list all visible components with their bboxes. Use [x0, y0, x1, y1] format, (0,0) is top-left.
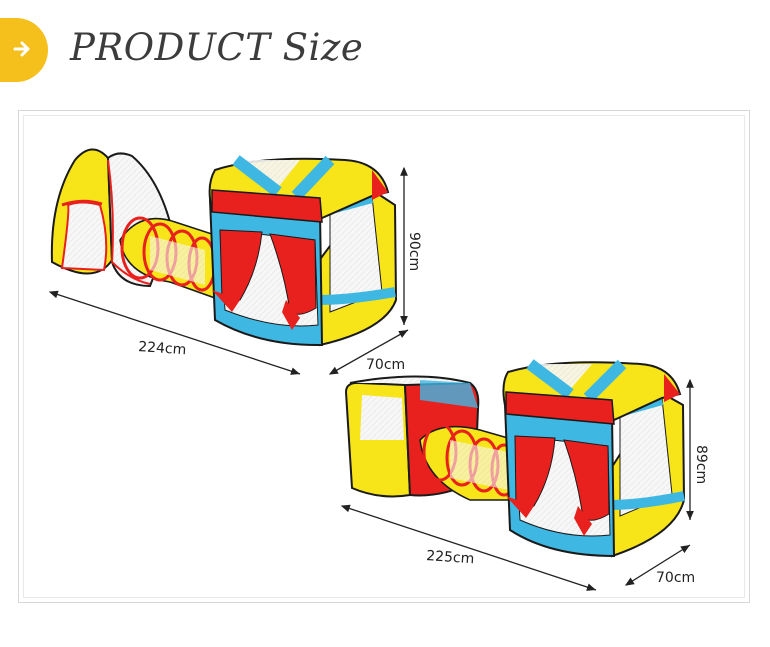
set1-width-label: 70cm — [366, 357, 405, 373]
house-tent — [208, 155, 398, 347]
page-title: PRODUCT Size — [70, 26, 364, 69]
frame-inner-border — [23, 115, 745, 598]
section-header: PRODUCT Size — [0, 18, 770, 82]
set1-length-label: 224cm — [138, 339, 187, 358]
tunnel — [419, 422, 518, 501]
set2-height-label: 89cm — [693, 445, 709, 484]
tent-set-2 — [340, 359, 694, 591]
tunnel — [119, 216, 217, 300]
header-badge — [0, 18, 48, 82]
set1-height-label: 90cm — [406, 232, 422, 271]
set2-width-label: 70cm — [656, 570, 695, 586]
set2-length-label: 225cm — [426, 548, 475, 567]
arrow-right-icon — [13, 41, 30, 57]
tent-set-1 — [48, 148, 409, 375]
house-tent — [502, 359, 686, 558]
